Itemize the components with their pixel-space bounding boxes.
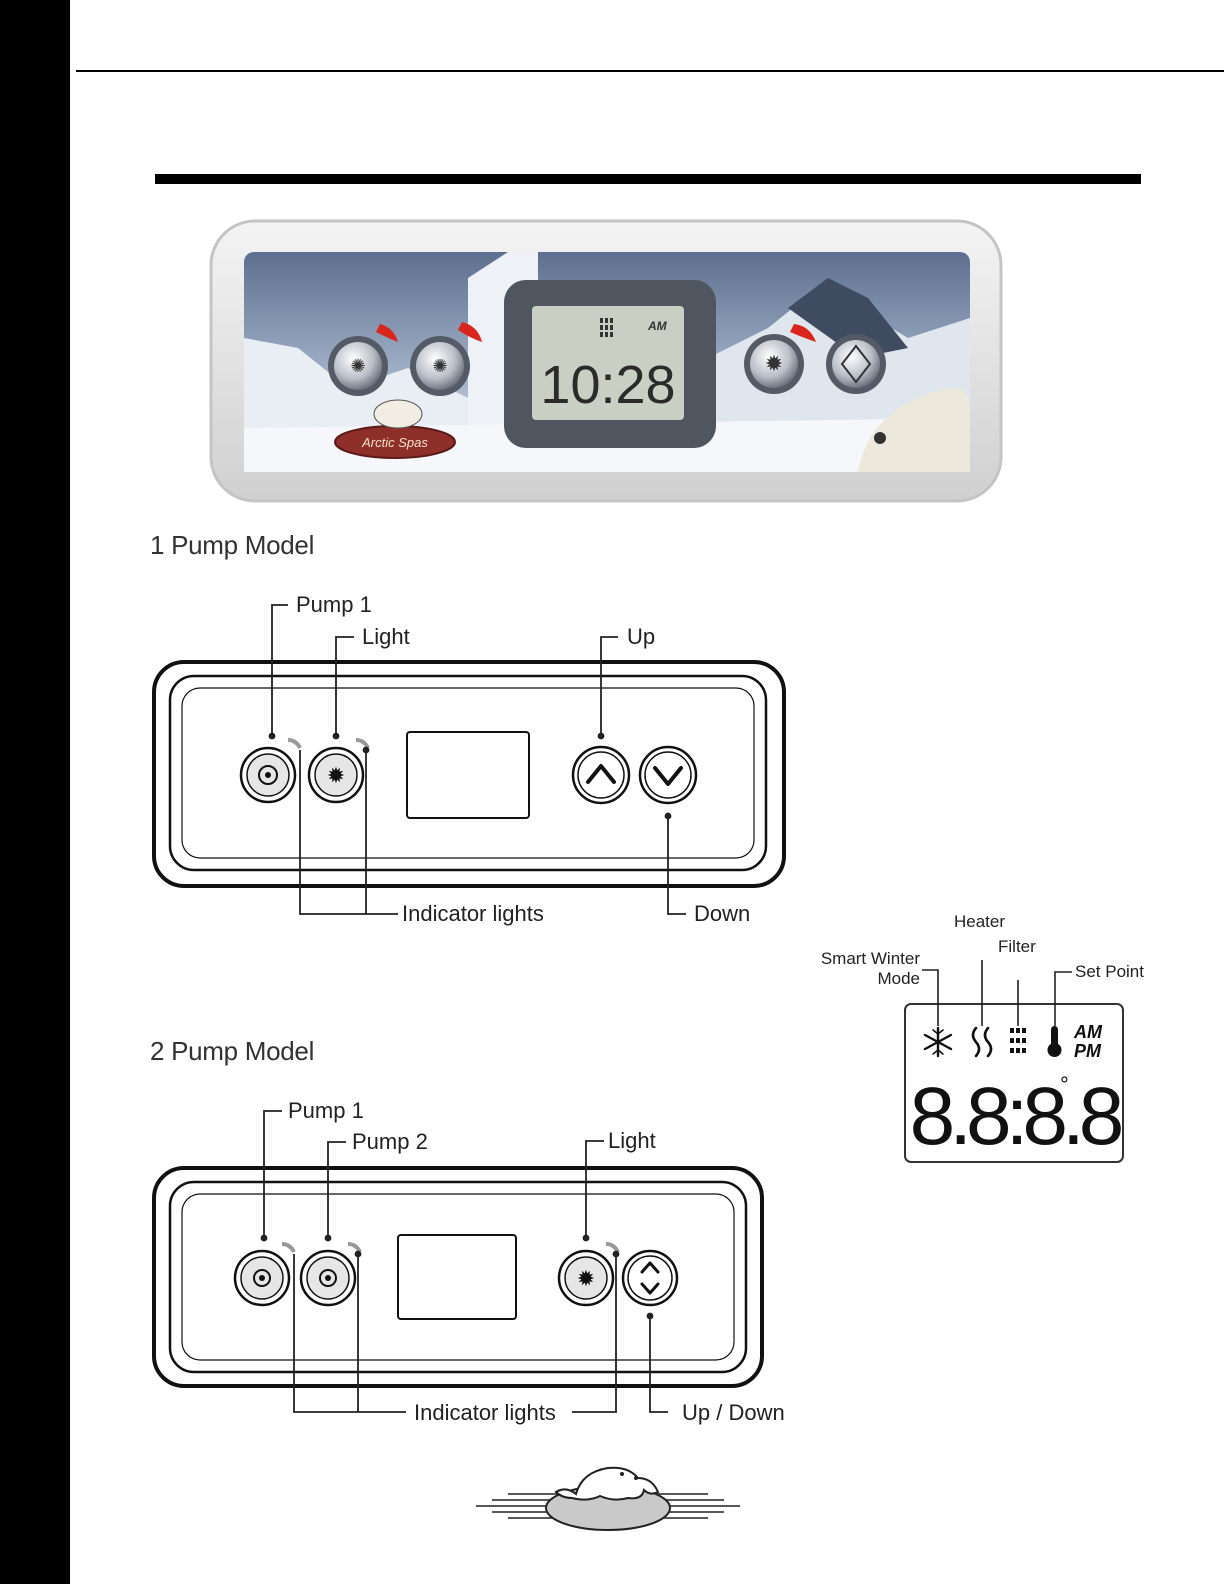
label-light: Light <box>608 1128 656 1154</box>
lcd-ampm: AM <box>647 319 668 333</box>
up-down-button[interactable] <box>623 1251 677 1305</box>
lcd-degree: ° <box>1060 1072 1069 1097</box>
display-window <box>407 732 529 818</box>
down-button[interactable] <box>640 747 696 803</box>
display-window <box>398 1235 516 1319</box>
footer-logo <box>474 1456 744 1532</box>
label-smart-winter-mode: Smart Winter Mode <box>812 949 920 989</box>
label-indicator-lights: Indicator lights <box>414 1400 556 1426</box>
label-indicator-lights: Indicator lights <box>402 901 544 927</box>
control-panel-photo: AM 10:28 ✺ ✺ ✹ Arctic Spas <box>208 218 1004 504</box>
label-pump-1: Pump 1 <box>296 592 372 618</box>
light-button[interactable]: ✹ <box>559 1251 613 1305</box>
lcd-legend-diagram: AM PM 8.8:8.8 ° <box>900 960 1130 1170</box>
pump-1-button[interactable] <box>235 1251 289 1305</box>
indicator-light <box>282 1244 294 1252</box>
pump-1-icon: ✺ <box>350 356 365 376</box>
lcd-time: 10:28 <box>540 355 675 415</box>
model-2-title: 2 Pump Model <box>150 1036 314 1067</box>
lcd-pm: PM <box>1074 1041 1102 1061</box>
filter-icon <box>1010 1028 1026 1053</box>
label-pump-1: Pump 1 <box>288 1098 364 1124</box>
pump-2-button[interactable] <box>301 1251 355 1305</box>
lcd-am: AM <box>1073 1022 1103 1042</box>
indicator-light <box>288 740 300 748</box>
light-button[interactable]: ✹ <box>309 748 363 802</box>
up-button[interactable] <box>573 747 629 803</box>
up-down-button[interactable] <box>826 334 886 394</box>
light-icon: ✹ <box>765 351 783 376</box>
label-pump-2: Pump 2 <box>352 1129 428 1155</box>
label-heater: Heater <box>954 912 1005 932</box>
filter-icon <box>600 318 613 337</box>
lcd-digits: 8.8:8.8 <box>910 1071 1122 1162</box>
label-filter: Filter <box>998 937 1036 957</box>
label-set-point: Set Point <box>1075 962 1144 982</box>
model-2-diagram: ✹ <box>150 1096 770 1426</box>
pump-2-icon: ✺ <box>432 356 447 376</box>
light-icon: ✹ <box>327 763 345 788</box>
pump-1-button[interactable] <box>241 748 295 802</box>
left-margin-bar <box>0 0 70 1584</box>
label-up-down: Up / Down <box>682 1400 788 1426</box>
label-light: Light <box>362 624 410 650</box>
label-down: Down <box>694 901 750 927</box>
header-rule <box>76 70 1224 72</box>
svg-text:Arctic Spas: Arctic Spas <box>361 435 428 450</box>
model-1-diagram: ✹ <box>150 590 790 932</box>
label-up: Up <box>627 624 655 650</box>
model-1-title: 1 Pump Model <box>150 530 314 561</box>
section-rule <box>155 174 1141 184</box>
light-icon: ✹ <box>577 1266 595 1291</box>
